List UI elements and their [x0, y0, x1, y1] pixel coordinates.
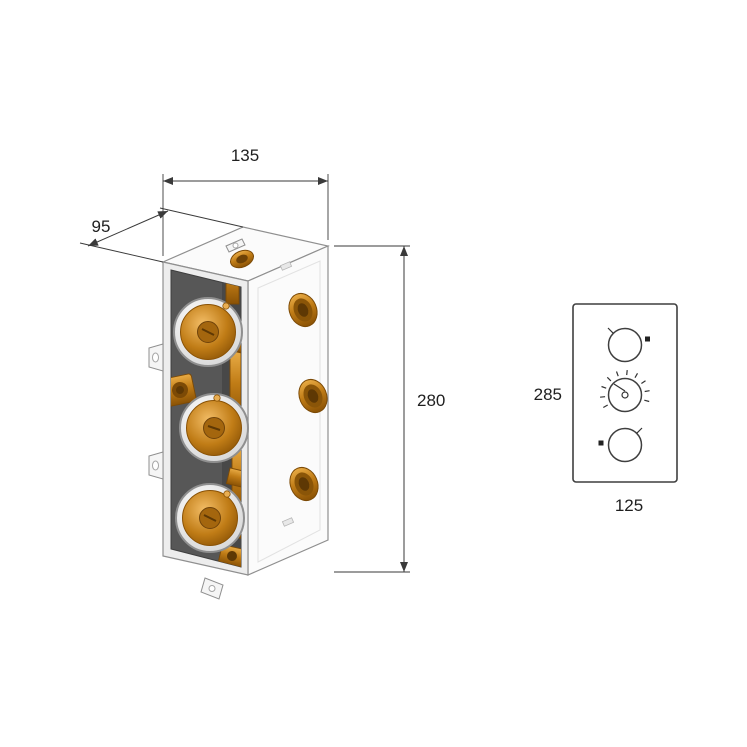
knob-bottom	[598, 427, 643, 463]
mounting-tab-left-upper	[148, 343, 164, 372]
right-face-slot-bottom	[281, 517, 295, 527]
valve-cartridge-1	[173, 297, 243, 367]
box-right-face-panel-line	[257, 260, 321, 563]
dimension-depth: 95	[79, 207, 244, 263]
knob-middle-thermostat	[600, 370, 650, 413]
valve-cartridge-2	[179, 393, 249, 463]
valve-3-lever-tip	[223, 490, 231, 498]
right-face-slot-top	[279, 261, 293, 271]
knob-top	[607, 327, 650, 363]
isometric-view-valve-body	[148, 226, 330, 600]
dimension-label-135: 135	[231, 146, 259, 165]
valve-cartridge-3	[175, 483, 245, 553]
mounting-tab-left-lower	[148, 451, 164, 480]
front-view-trim-plate: 285 125	[534, 303, 678, 515]
dimension-label-95: 95	[92, 217, 111, 236]
valve-2-lever-tip	[213, 394, 221, 402]
dimension-label-125: 125	[615, 496, 643, 515]
bottom-outlet-fitting	[217, 543, 241, 567]
small-fitting	[225, 467, 241, 489]
mounting-tab-top	[225, 238, 246, 253]
dimension-label-285: 285	[534, 385, 562, 404]
right-face-port-middle	[298, 378, 328, 414]
valve-1-lever-tip	[222, 302, 230, 310]
dimension-label-280: 280	[417, 391, 445, 410]
top-inlet-fitting	[230, 249, 254, 269]
knob-top-marker	[645, 336, 650, 342]
right-face-port-bottom	[289, 466, 319, 502]
mounting-tab-bottom	[200, 577, 224, 600]
dimension-body-height: 280	[334, 245, 445, 573]
right-face-port-top	[288, 292, 318, 328]
knob-bottom-marker	[598, 440, 604, 446]
side-port-fitting	[171, 373, 197, 407]
